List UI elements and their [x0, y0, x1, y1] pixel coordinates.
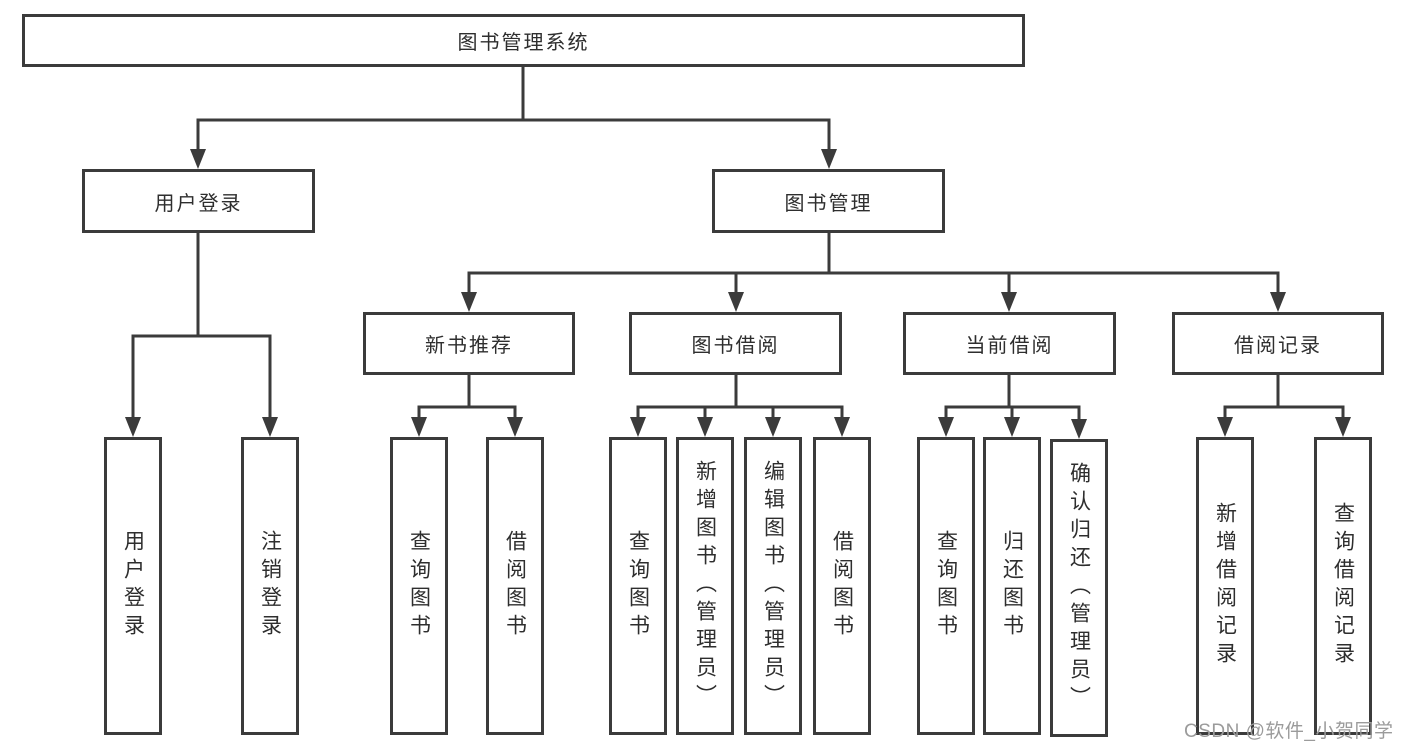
node-label: 用户登录 [154, 192, 243, 215]
line-segment [467, 233, 1280, 294]
leaf-nbr-borrow-books: 借阅图书 [486, 437, 544, 735]
node-root-library-system: 图书管理系统 [22, 14, 1025, 67]
line-segment [636, 375, 844, 419]
leaf-bb-borrow-books: 借阅图书 [813, 437, 871, 735]
connector-book-management-to-level3 [461, 233, 1286, 312]
arrowhead-icon [411, 417, 427, 437]
arrowhead-icon [697, 417, 713, 437]
arrowhead-icon [1335, 417, 1351, 437]
node-label: 图书管理系统 [457, 32, 590, 54]
arrowhead-icon [262, 417, 278, 437]
connector-current-borrow-to-children [938, 375, 1087, 439]
node-label: 新书推荐 [425, 335, 513, 357]
leaf-cb-confirm-return-admin: 确认归还（管理员） [1050, 439, 1108, 737]
arrowhead-icon [1071, 419, 1087, 439]
node-user-login: 用户登录 [82, 169, 315, 233]
leaf-bb-query-books: 查询图书 [609, 437, 667, 735]
leaf-bb-add-books-admin: 新增图书（管理员） [676, 437, 734, 735]
arrowhead-icon [190, 149, 206, 169]
arrowhead-icon [765, 417, 781, 437]
line-segment [131, 233, 272, 419]
leaf-bb-edit-books-admin: 编辑图书（管理员） [744, 437, 802, 735]
connector-borrow-records-to-children [1217, 375, 1351, 437]
line-segment [1223, 375, 1345, 419]
leaf-label: 新增借阅记录 [1213, 502, 1237, 670]
leaf-label: 查询图书 [407, 530, 431, 642]
leaf-nbr-query-books: 查询图书 [390, 437, 448, 735]
line-segment [196, 67, 831, 151]
leaf-br-add-record: 新增借阅记录 [1196, 437, 1254, 735]
arrowhead-icon [461, 292, 477, 312]
node-new-book-recommend: 新书推荐 [363, 312, 575, 375]
arrowhead-icon [1001, 292, 1017, 312]
node-label: 当前借阅 [965, 335, 1054, 357]
leaf-label: 编辑图书（管理员） [761, 460, 785, 712]
leaf-label: 借阅图书 [830, 530, 854, 642]
arrowhead-icon [1270, 292, 1286, 312]
node-label: 图书管理 [784, 192, 873, 215]
leaf-logout: 注销登录 [241, 437, 299, 735]
connector-book-borrow-to-children [630, 375, 850, 437]
leaf-cb-return-books: 归还图书 [983, 437, 1041, 735]
leaf-br-query-record: 查询借阅记录 [1314, 437, 1372, 735]
connector-new-book-recommend-to-children [411, 375, 523, 437]
arrowhead-icon [507, 417, 523, 437]
leaf-label: 确认归还（管理员） [1067, 462, 1091, 714]
leaf-label: 查询图书 [626, 530, 650, 642]
arrowhead-icon [125, 417, 141, 437]
connector-user-login-to-children [125, 233, 278, 437]
arrowhead-icon [1004, 417, 1020, 437]
leaf-cb-query-books: 查询图书 [917, 437, 975, 735]
watermark: CSDN @软件_小贺同学 [1184, 721, 1394, 742]
node-borrow-records: 借阅记录 [1172, 312, 1384, 375]
arrowhead-icon [834, 417, 850, 437]
arrowhead-icon [1217, 417, 1233, 437]
arrowhead-icon [630, 417, 646, 437]
node-current-borrow: 当前借阅 [903, 312, 1116, 375]
leaf-label: 新增图书（管理员） [693, 460, 717, 712]
leaf-label: 查询借阅记录 [1331, 502, 1355, 670]
leaf-user-login: 用户登录 [104, 437, 162, 735]
node-book-management: 图书管理 [712, 169, 945, 233]
connector-root-to-level2 [190, 67, 837, 169]
leaf-label: 查询图书 [934, 530, 958, 642]
node-book-borrow: 图书借阅 [629, 312, 842, 375]
leaf-label: 归还图书 [1000, 530, 1024, 642]
node-label: 图书借阅 [691, 335, 780, 357]
node-label: 借阅记录 [1234, 335, 1322, 357]
arrowhead-icon [821, 149, 837, 169]
line-segment [417, 375, 517, 419]
arrowhead-icon [938, 417, 954, 437]
leaf-label: 用户登录 [121, 530, 145, 642]
line-segment [944, 375, 1081, 421]
leaf-label: 借阅图书 [503, 530, 527, 642]
arrowhead-icon [728, 292, 744, 312]
leaf-label: 注销登录 [258, 530, 282, 642]
